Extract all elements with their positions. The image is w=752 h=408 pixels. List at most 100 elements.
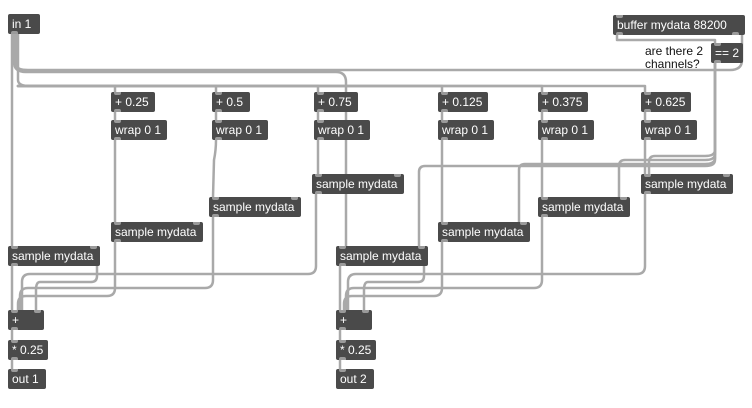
outlet[interactable] — [11, 357, 18, 360]
inlet[interactable] — [317, 92, 324, 95]
inlet[interactable] — [11, 310, 18, 313]
patch-cord[interactable] — [18, 215, 215, 312]
inlet[interactable] — [339, 310, 346, 313]
patch-cord[interactable] — [14, 32, 744, 72]
inlet[interactable] — [11, 246, 18, 249]
outlet[interactable] — [644, 137, 651, 140]
inlet[interactable] — [11, 340, 18, 343]
wrap-object-4[interactable]: wrap 0 1 — [438, 120, 494, 140]
outlet[interactable] — [11, 263, 18, 266]
inlet[interactable] — [394, 174, 401, 177]
inlet[interactable] — [362, 310, 369, 313]
patch-cord[interactable] — [16, 240, 117, 312]
sample-mydata-object-6[interactable]: sample mydata — [438, 222, 530, 242]
inlet[interactable] — [114, 120, 121, 123]
outlet[interactable] — [541, 214, 548, 217]
patch-cord[interactable] — [12, 32, 348, 248]
patch-cord[interactable] — [342, 240, 444, 312]
wrap-object-3[interactable]: wrap 0 1 — [314, 120, 370, 140]
add-0-5-object[interactable]: + 0.5 — [212, 92, 250, 112]
inlet[interactable] — [339, 246, 346, 249]
add-0-625-object[interactable]: + 0.625 — [641, 92, 691, 112]
outlet[interactable] — [339, 327, 346, 330]
plus-object-right[interactable]: + — [336, 310, 372, 330]
sample-mydata-object-7[interactable]: sample mydata — [538, 197, 630, 217]
out-1-object[interactable]: out 1 — [8, 369, 46, 389]
inlet[interactable] — [114, 92, 121, 95]
outlet[interactable] — [616, 32, 623, 35]
inlet[interactable] — [620, 197, 627, 200]
buffer-object[interactable]: buffer mydata 88200 — [613, 15, 745, 35]
patch-cord[interactable] — [417, 61, 717, 248]
inlet[interactable] — [541, 120, 548, 123]
patch-cord[interactable] — [34, 264, 99, 312]
multiply-object-left[interactable]: * 0.25 — [8, 340, 48, 360]
outlet[interactable] — [644, 191, 651, 194]
patch-cord[interactable] — [20, 192, 318, 312]
outlet[interactable] — [212, 214, 219, 217]
patch-cord[interactable] — [615, 33, 717, 45]
outlet[interactable] — [441, 109, 448, 112]
outlet[interactable] — [644, 109, 651, 112]
patch-cord[interactable] — [647, 61, 717, 176]
add-0-75-object[interactable]: + 0.75 — [314, 92, 358, 112]
inlet[interactable] — [418, 246, 425, 249]
in-1-object[interactable]: in 1 — [8, 14, 40, 34]
patch-cord[interactable] — [211, 138, 218, 199]
patch-cord[interactable] — [16, 32, 117, 94]
inlet[interactable] — [441, 92, 448, 95]
outlet[interactable] — [114, 137, 121, 140]
inlet[interactable] — [644, 120, 651, 123]
patch-cord[interactable] — [344, 215, 544, 312]
sample-mydata-object-1[interactable]: sample mydata — [8, 246, 100, 266]
patch-cord[interactable] — [362, 264, 426, 312]
inlet[interactable] — [714, 43, 721, 46]
inlet[interactable] — [291, 197, 298, 200]
add-0-125-object[interactable]: + 0.125 — [438, 92, 488, 112]
outlet[interactable] — [215, 109, 222, 112]
patch-cord[interactable] — [16, 84, 647, 94]
outlet[interactable] — [714, 60, 721, 63]
outlet[interactable] — [315, 191, 322, 194]
inlet[interactable] — [339, 369, 346, 372]
inlet[interactable] — [644, 92, 651, 95]
plus-object-left[interactable]: + — [8, 310, 44, 330]
inlet[interactable] — [90, 246, 97, 249]
outlet[interactable] — [541, 137, 548, 140]
equals-2-object[interactable]: == 2 — [711, 43, 743, 63]
inlet[interactable] — [114, 222, 121, 225]
outlet[interactable] — [732, 32, 739, 35]
wrap-object-2[interactable]: wrap 0 1 — [212, 120, 268, 140]
multiply-object-right[interactable]: * 0.25 — [336, 340, 376, 360]
inlet[interactable] — [616, 15, 623, 18]
inlet[interactable] — [541, 197, 548, 200]
outlet[interactable] — [114, 109, 121, 112]
inlet[interactable] — [339, 340, 346, 343]
outlet[interactable] — [317, 109, 324, 112]
outlet[interactable] — [114, 239, 121, 242]
add-0-25-object[interactable]: + 0.25 — [111, 92, 155, 112]
outlet[interactable] — [541, 109, 548, 112]
inlet[interactable] — [315, 174, 322, 177]
sample-mydata-object-8[interactable]: sample mydata — [641, 174, 733, 194]
inlet[interactable] — [215, 92, 222, 95]
inlet[interactable] — [317, 120, 324, 123]
outlet[interactable] — [339, 357, 346, 360]
sample-mydata-object-4[interactable]: sample mydata — [312, 174, 404, 194]
sample-mydata-object-2[interactable]: sample mydata — [111, 222, 203, 242]
inlet[interactable] — [520, 222, 527, 225]
outlet[interactable] — [317, 137, 324, 140]
patch-cord[interactable] — [346, 192, 647, 312]
inlet[interactable] — [212, 197, 219, 200]
sample-mydata-object-3[interactable]: sample mydata — [209, 197, 301, 217]
wrap-object-6[interactable]: wrap 0 1 — [641, 120, 697, 140]
sample-mydata-object-5[interactable]: sample mydata — [336, 246, 428, 266]
outlet[interactable] — [11, 31, 18, 34]
outlet[interactable] — [215, 137, 222, 140]
inlet[interactable] — [441, 222, 448, 225]
wrap-object-1[interactable]: wrap 0 1 — [111, 120, 167, 140]
wrap-object-5[interactable]: wrap 0 1 — [538, 120, 594, 140]
out-2-object[interactable]: out 2 — [336, 369, 374, 389]
inlet[interactable] — [541, 92, 548, 95]
